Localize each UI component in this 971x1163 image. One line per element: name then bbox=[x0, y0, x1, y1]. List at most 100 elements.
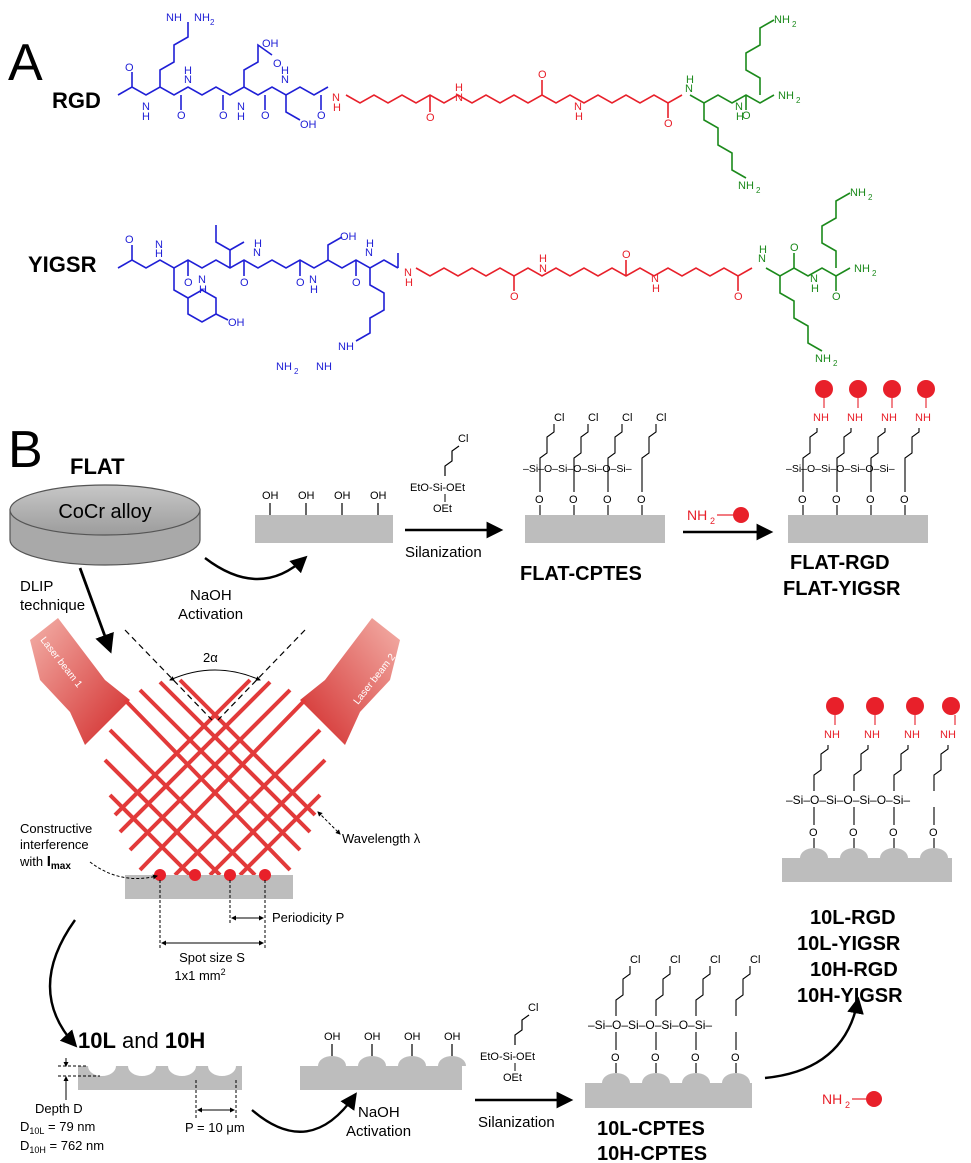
svg-text:NH: NH bbox=[778, 90, 794, 102]
rgd-green-segment bbox=[689, 19, 775, 179]
svg-text:–Si–O–Si–O–Si–O–Si–: –Si–O–Si–O–Si–O–Si– bbox=[786, 463, 895, 475]
svg-text:NH: NH bbox=[822, 1091, 842, 1107]
angle-label: 2α bbox=[203, 650, 218, 665]
naoh-text-flat: NaOH bbox=[190, 587, 232, 604]
svg-text:H: H bbox=[184, 65, 192, 77]
svg-text:2: 2 bbox=[868, 193, 873, 202]
naoh-arrow-flat bbox=[204, 555, 308, 581]
svg-text:O: O bbox=[125, 234, 134, 246]
yigsr-label: YIGSR bbox=[28, 252, 97, 277]
svg-text:N: N bbox=[685, 83, 693, 95]
naoh-arrow-textured bbox=[251, 1092, 357, 1133]
silanization-text-flat: Silanization bbox=[405, 544, 482, 561]
svg-text:O: O bbox=[603, 494, 612, 506]
svg-text:O: O bbox=[832, 291, 841, 303]
svg-text:OH: OH bbox=[340, 231, 357, 243]
svg-text:2: 2 bbox=[792, 20, 797, 29]
svg-text:H: H bbox=[759, 244, 767, 256]
rgd-red-segment bbox=[345, 80, 683, 118]
ci-text-1: Constructive bbox=[20, 821, 92, 836]
svg-text:O: O bbox=[261, 110, 270, 122]
svg-text:O: O bbox=[832, 494, 841, 506]
svg-text:NH: NH bbox=[774, 14, 790, 26]
flat-rgd-label: FLAT-RGD bbox=[790, 552, 890, 574]
l10-yigsr-label: 10L-YIGSR bbox=[797, 933, 901, 955]
flat-peptide-structure: NH NH NH NH –Si–O–Si–O–Si–O–Si– O O O O bbox=[786, 380, 935, 543]
svg-text:Cl: Cl bbox=[554, 412, 564, 424]
spot-label: Spot size S bbox=[179, 950, 245, 965]
svg-text:O: O bbox=[734, 291, 743, 303]
svg-text:O: O bbox=[929, 827, 938, 839]
svg-text:N: N bbox=[365, 247, 373, 259]
svg-text:H: H bbox=[736, 111, 744, 123]
svg-text:OH: OH bbox=[298, 490, 315, 502]
svg-text:H: H bbox=[686, 74, 694, 86]
svg-text:2: 2 bbox=[756, 186, 761, 195]
svg-text:O: O bbox=[866, 494, 875, 506]
svg-text:N: N bbox=[253, 247, 261, 259]
svg-text:N: N bbox=[142, 101, 150, 113]
flat-cptes-structure: Cl Cl Cl Cl –Si–O–Si–O–Si–O–Si– O O O O bbox=[523, 412, 666, 543]
svg-text:NH: NH bbox=[850, 187, 866, 199]
svg-text:O: O bbox=[651, 1052, 660, 1064]
svg-text:O: O bbox=[219, 110, 228, 122]
yigsr-red-text: N H O H N O N H O bbox=[404, 249, 743, 303]
periodicity-label: Periodicity P bbox=[272, 910, 344, 925]
yigsr-green-segment bbox=[765, 192, 851, 352]
svg-text:NH: NH bbox=[316, 361, 332, 373]
svg-text:Cl: Cl bbox=[458, 433, 468, 445]
l10-rgd-label: 10L-RGD bbox=[810, 907, 896, 929]
d10l-label: D10L = 79 nm bbox=[20, 1119, 95, 1136]
svg-text:O: O bbox=[184, 277, 193, 289]
activation-text-flat: Activation bbox=[178, 606, 243, 623]
l10-cptes-label: 10L-CPTES bbox=[597, 1118, 705, 1140]
svg-text:N: N bbox=[184, 74, 192, 86]
svg-text:2: 2 bbox=[710, 516, 715, 526]
panel-label-a: A bbox=[8, 34, 43, 92]
spot-dim: 1x1 mm2 bbox=[174, 967, 225, 983]
svg-text:EtO-Si-OEt: EtO-Si-OEt bbox=[480, 1051, 535, 1063]
amine-reagent-textured: NH 2 bbox=[822, 1091, 882, 1110]
svg-text:2: 2 bbox=[294, 367, 299, 376]
svg-text:Cl: Cl bbox=[528, 1002, 538, 1014]
svg-text:Cl: Cl bbox=[750, 954, 760, 966]
rgd-blue-text: O N H O N H O N H O N H O OH OH O NH NH … bbox=[125, 12, 326, 131]
svg-text:N: N bbox=[651, 273, 659, 285]
amine-arrow-textured bbox=[764, 996, 864, 1080]
svg-text:O: O bbox=[742, 110, 751, 122]
periodicity-marker bbox=[229, 880, 266, 925]
svg-text:H: H bbox=[405, 277, 413, 289]
naoh-text-textured: NaOH bbox=[358, 1104, 400, 1121]
svg-text:NH: NH bbox=[904, 729, 920, 741]
svg-text:O: O bbox=[889, 827, 898, 839]
svg-text:O: O bbox=[296, 277, 305, 289]
svg-text:O: O bbox=[426, 112, 435, 124]
dlip-text-1: DLIP bbox=[20, 578, 53, 595]
svg-text:H: H bbox=[281, 65, 289, 77]
yigsr-blue-segment bbox=[117, 225, 399, 342]
svg-text:N: N bbox=[810, 273, 818, 285]
svg-text:N: N bbox=[155, 239, 163, 251]
svg-text:H: H bbox=[155, 248, 163, 260]
svg-text:O: O bbox=[273, 58, 282, 70]
svg-text:2: 2 bbox=[845, 1100, 850, 1110]
svg-text:H: H bbox=[199, 284, 207, 296]
svg-text:N: N bbox=[735, 101, 743, 113]
svg-text:NH: NH bbox=[194, 12, 210, 24]
textured-cptes-structure: Cl Cl Cl Cl –Si–O–Si–O–Si–O–Si– O O O O bbox=[585, 954, 760, 1108]
svg-text:O: O bbox=[125, 62, 134, 74]
panel-label-b: B bbox=[8, 421, 43, 479]
cocr-disk: CoCr alloy bbox=[9, 484, 201, 566]
svg-text:H: H bbox=[142, 111, 150, 123]
textured-title: 10L and 10H bbox=[78, 1028, 205, 1053]
svg-text:NH: NH bbox=[815, 353, 831, 365]
svg-text:H: H bbox=[310, 284, 318, 296]
svg-text:O: O bbox=[790, 242, 799, 254]
svg-text:O: O bbox=[691, 1052, 700, 1064]
flat-title: FLAT bbox=[70, 454, 125, 479]
svg-text:OEt: OEt bbox=[433, 503, 452, 515]
svg-text:NH: NH bbox=[338, 341, 354, 353]
svg-text:OH: OH bbox=[404, 1031, 421, 1043]
beam-dashed-guides bbox=[124, 629, 306, 721]
oh-flat-substrate: OH OH OH OH bbox=[255, 490, 393, 543]
